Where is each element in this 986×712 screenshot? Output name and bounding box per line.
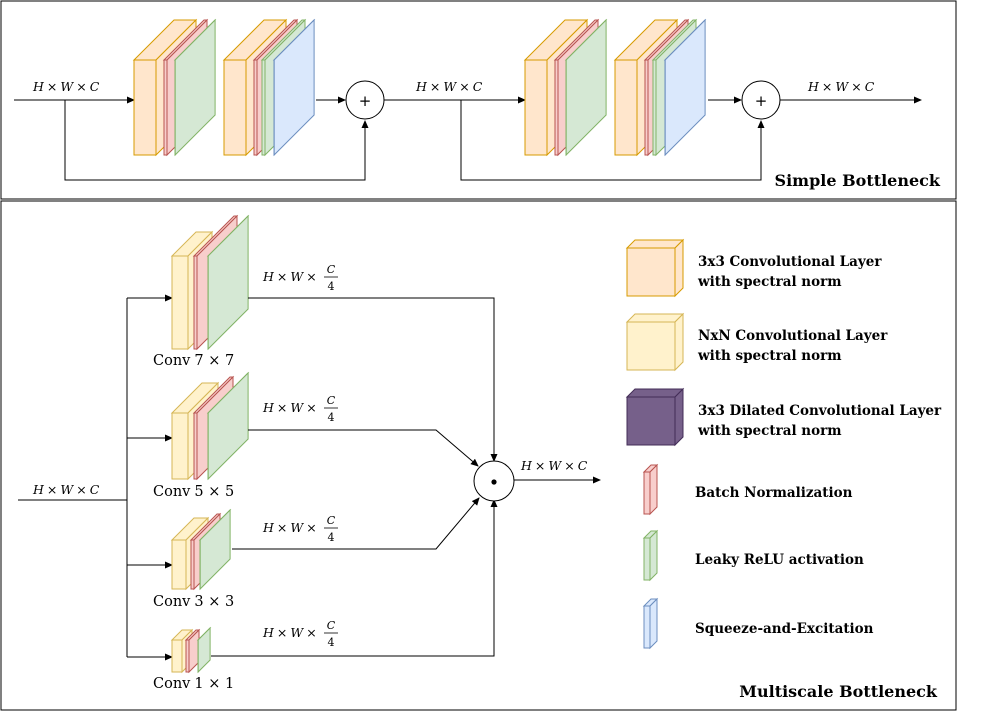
branch-5x5-leaky-relu-layer bbox=[206, 371, 250, 481]
branch-7x7-leaky-relu-layer bbox=[206, 214, 250, 351]
legend-label: Batch Normalization bbox=[695, 485, 853, 501]
fraction-denominator: 4 bbox=[328, 531, 335, 544]
simple-bottleneck-panel bbox=[0, 0, 957, 200]
branch-1x1-output-connector bbox=[211, 499, 498, 657]
simple-bottleneck: H×W×C + H×W×C + H×W×C Simple Bottleneck bbox=[14, 18, 941, 190]
svg-text:H×W×: H×W× bbox=[262, 400, 317, 415]
branch-1x1-leaky-relu-layer bbox=[196, 626, 212, 674]
branch-3x3-leaky-relu-layer bbox=[198, 508, 232, 591]
legend-sublabel: with spectral norm bbox=[697, 423, 842, 439]
legend-item: 3x3 Convolutional Layer with spectral nor… bbox=[625, 238, 882, 298]
branch-output-labels: H×W×C4H×W×C4H×W×C4H×W×C4 bbox=[262, 263, 338, 649]
legend-item: NxN Convolutional Layer with spectral nor… bbox=[625, 312, 888, 372]
legend-label: 3x3 Dilated Convolutional Layer bbox=[698, 403, 942, 419]
simple-bottleneck-title: Simple Bottleneck bbox=[775, 171, 941, 190]
legend-sublabel: with spectral norm bbox=[697, 274, 842, 290]
dilated-cube-icon bbox=[625, 387, 685, 447]
branch-output-label: H×W× C 4 bbox=[262, 263, 338, 293]
legend-label: NxN Convolutional Layer bbox=[698, 328, 888, 344]
simple-skip-connection-2 bbox=[460, 100, 765, 181]
branch-7x7-output-connector bbox=[248, 297, 498, 462]
simple-block-2-b-squeeze-excitation-layer bbox=[663, 18, 707, 157]
svg-text:H×W×: H×W× bbox=[262, 269, 317, 284]
add-operator-1-symbol: + bbox=[359, 92, 372, 110]
legend-label: Leaky ReLU activation bbox=[695, 552, 864, 568]
branch-output-label: H×W× C 4 bbox=[262, 394, 338, 424]
multiscale-branch-blocks bbox=[170, 214, 250, 674]
fraction-denominator: 4 bbox=[328, 411, 335, 424]
fraction-numerator: C bbox=[327, 263, 336, 276]
simple-conv-block-1 bbox=[132, 18, 316, 157]
branch-output-label: H×W× C 4 bbox=[262, 514, 338, 544]
legend: 3x3 Convolutional Layer with spectral nor… bbox=[625, 238, 942, 650]
multiscale-output-label: H×W×C bbox=[520, 458, 588, 473]
branch-output-label: H×W× C 4 bbox=[262, 619, 338, 649]
multiscale-bottleneck-title: Multiscale Bottleneck bbox=[739, 682, 938, 701]
multiscale-bottleneck-panel bbox=[0, 200, 957, 711]
branch-1x1-batch-norm-layer bbox=[184, 628, 201, 674]
branch-5x5-output-connector bbox=[248, 429, 479, 467]
legend-item: Leaky ReLU activation bbox=[642, 529, 864, 582]
simple-skip-connection-1 bbox=[64, 100, 369, 181]
simple-conv-block-2 bbox=[523, 18, 707, 157]
conv3x3-cube-icon bbox=[625, 238, 685, 298]
convNxN-cube-icon bbox=[625, 312, 685, 372]
squeeze-excitation-slab-icon bbox=[642, 597, 659, 650]
multiscale-input-label: H×W×C bbox=[32, 482, 100, 497]
svg-text:H×W×: H×W× bbox=[262, 625, 317, 640]
fraction-denominator: 4 bbox=[328, 636, 335, 649]
elementwise-product-dot bbox=[491, 479, 497, 485]
fraction-denominator: 4 bbox=[328, 280, 335, 293]
legend-label: Squeeze-and-Excitation bbox=[695, 621, 874, 637]
add-operator-2-symbol: + bbox=[755, 92, 768, 110]
simple-output-label: H×W×C bbox=[807, 79, 875, 94]
simple-input-label: H×W×C bbox=[32, 79, 100, 94]
branch-3x3-output-connector bbox=[232, 497, 480, 550]
leaky-relu-slab-icon bbox=[642, 529, 659, 582]
simple-block-2-a-leaky-relu-layer bbox=[564, 18, 608, 157]
fraction-numerator: C bbox=[327, 619, 336, 632]
legend-label: 3x3 Convolutional Layer bbox=[698, 254, 882, 270]
legend-sublabel: with spectral norm bbox=[697, 348, 842, 364]
simple-middle-label: H×W×C bbox=[415, 79, 483, 94]
legend-item: Batch Normalization bbox=[642, 463, 853, 516]
fraction-numerator: C bbox=[327, 394, 336, 407]
legend-item: 3x3 Dilated Convolutional Layer with spec… bbox=[625, 387, 942, 447]
svg-text:H×W×: H×W× bbox=[262, 520, 317, 535]
simple-block-1-a-leaky-relu-layer bbox=[173, 18, 217, 157]
batch-norm-slab-icon bbox=[642, 463, 659, 516]
legend-item: Squeeze-and-Excitation bbox=[642, 597, 874, 650]
fraction-numerator: C bbox=[327, 514, 336, 527]
simple-block-1-b-squeeze-excitation-layer bbox=[272, 18, 316, 157]
